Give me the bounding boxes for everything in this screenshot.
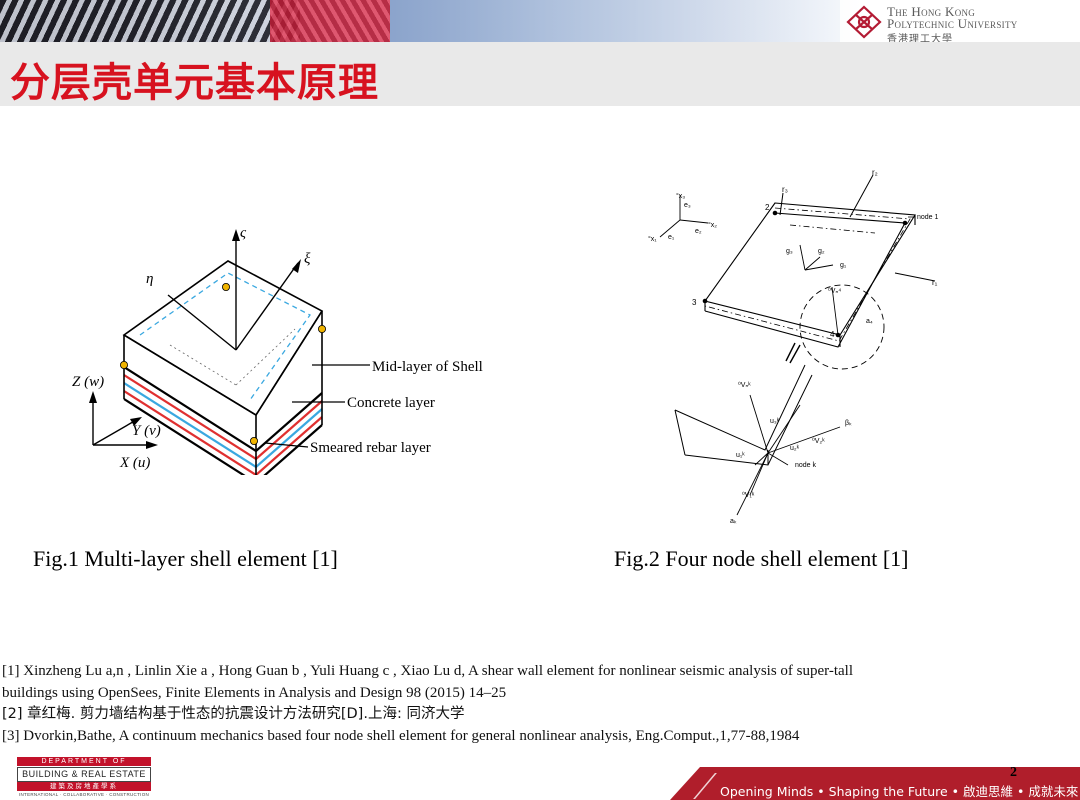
r2-label: r₂ xyxy=(872,168,878,177)
v1k-label: ⁰V₁ᵏ xyxy=(742,491,755,499)
e1-label: e₁ xyxy=(668,234,675,241)
a4-label: a₄ xyxy=(866,318,873,325)
v2k-label: ⁰V₂ᵏ xyxy=(812,437,825,445)
x2-label: °x₂ xyxy=(708,221,717,229)
eta-label: η xyxy=(146,271,153,287)
dept-line1: DEPARTMENT OF xyxy=(17,757,151,766)
e3-label: e₃ xyxy=(684,202,691,209)
g3-label: g₃ xyxy=(786,248,793,255)
x1-label: °x₁ xyxy=(648,235,657,243)
figure2-caption: Fig.2 Four node shell element [1] xyxy=(614,546,909,571)
title-bar xyxy=(0,42,1080,106)
university-name-line1: The Hong Kong xyxy=(887,4,976,19)
mid-layer-label: Mid-layer of Shell xyxy=(372,359,483,375)
g1-label: g₁ xyxy=(840,262,847,269)
dept-line4: INTERNATIONAL · COLLABORATIVE · CONSTRUC… xyxy=(18,792,150,797)
multi-layer-shell-diagram: ς ξ η Mid-layer of Shell Concrete layer … xyxy=(72,225,483,475)
department-logo: DEPARTMENT OF BUILDING & REAL ESTATE 建築及… xyxy=(17,757,151,797)
zeta-label: ς xyxy=(240,225,247,241)
footer-motto: Opening Minds • Shaping the Future • 啟迪思… xyxy=(720,784,1079,799)
u1k-label: u₁ᵏ xyxy=(736,452,745,459)
reference-item: [1] Xinzheng Lu a,n , Linlin Xie a , Hon… xyxy=(2,663,854,679)
vn4-label: ⁰Vₙ⁴ xyxy=(828,287,841,295)
page-number: 2 xyxy=(1010,765,1017,780)
references-list: [1] Xinzheng Lu a,n , Linlin Xie a , Hon… xyxy=(2,661,1077,747)
x3-label: °x₃ xyxy=(676,192,685,200)
slide-title: 分层壳单元基本原理 xyxy=(10,59,379,106)
nodek-label: node k xyxy=(795,462,817,469)
u3k-label: u₃ᵏ xyxy=(770,418,780,425)
banner-building-image xyxy=(0,0,300,42)
r3-label: r₃ xyxy=(782,185,788,194)
figure1-caption: Fig.1 Multi-layer shell element [1] xyxy=(33,546,338,571)
university-name-chinese: 香港理工大學 xyxy=(887,34,953,42)
u2k-label: u₂ᵏ xyxy=(790,445,800,452)
polyu-emblem-icon xyxy=(846,5,882,39)
header-banner: The Hong Kong Polytechnic University 香港理… xyxy=(0,0,1080,42)
node3-label: 3 xyxy=(692,298,697,307)
vnk-label: ⁰Vₙᵏ xyxy=(738,381,751,389)
dept-line3: 建築及房地產學系 xyxy=(17,782,151,791)
g2-label: g₂ xyxy=(818,248,825,255)
ak-label: aₖ xyxy=(730,518,737,525)
reference-item: [2] 章红梅. 剪力墙结构基于性态的抗震设计方法研究[D].上海: 同济大学 xyxy=(2,706,465,722)
concrete-layer-label: Concrete layer xyxy=(347,395,435,411)
e2-label: e₂ xyxy=(695,228,702,235)
banner-sky-image xyxy=(390,0,840,42)
reference-item: [3] Dvorkin,Bathe, A continuum mechanics… xyxy=(2,727,800,744)
node1-label: node 1 xyxy=(917,214,939,221)
footer-bar xyxy=(670,767,1080,800)
four-node-shell-diagram: °x₃ °x₂ °x₁ e₃ e₂ e₁ r₂ r₁ r₃ node 1 2 3… xyxy=(648,168,939,525)
z-axis-label: Z (w) xyxy=(72,374,104,390)
node4-label: 4 xyxy=(830,330,835,339)
y-axis-label: Y (v) xyxy=(132,423,161,439)
university-name-line2: Polytechnic University xyxy=(887,16,1018,31)
university-logo: The Hong Kong Polytechnic University 香港理… xyxy=(845,3,1050,42)
r1-label: r₁ xyxy=(932,278,938,287)
betak-label: βₖ xyxy=(845,420,852,427)
x-axis-label: X (u) xyxy=(119,455,150,471)
node2-label: 2 xyxy=(765,203,770,212)
dept-line2: BUILDING & REAL ESTATE xyxy=(17,767,151,782)
reference-item: buildings using OpenSees, Finite Element… xyxy=(2,684,507,701)
xi-label: ξ xyxy=(304,251,311,267)
banner-tower-image xyxy=(270,0,390,42)
smeared-rebar-label: Smeared rebar layer xyxy=(310,440,431,456)
